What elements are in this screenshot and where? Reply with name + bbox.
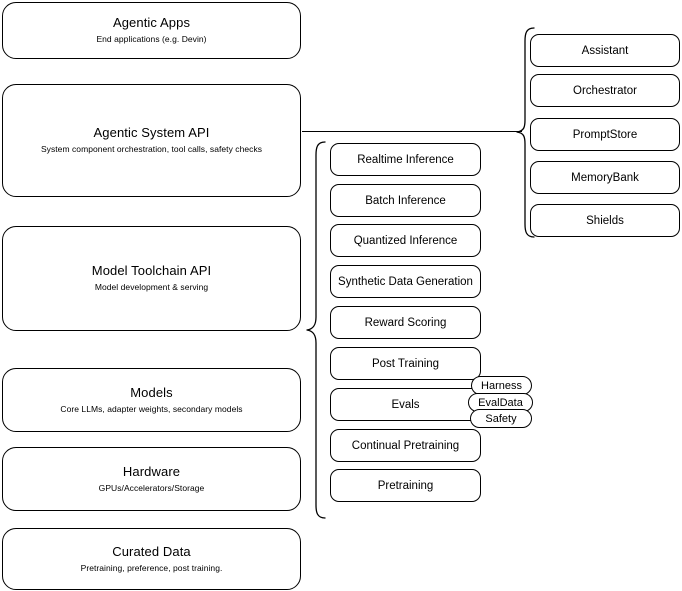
component-label: Pretraining [377, 479, 434, 492]
component-continual-pretraining[interactable]: Continual Pretraining [330, 429, 481, 462]
component-realtime-inference[interactable]: Realtime Inference [330, 143, 481, 176]
connector-system-api-to-components [302, 131, 522, 133]
layer-title: Agentic System API [93, 125, 210, 140]
component-label: Reward Scoring [364, 316, 447, 329]
layer-title: Curated Data [112, 543, 191, 559]
layer-curated-data[interactable]: Curated Data Pretraining, preference, po… [2, 528, 301, 590]
eval-tag-label: Harness [481, 379, 522, 392]
eval-tag-label: EvalData [478, 396, 523, 409]
layer-subtitle: Pretraining, preference, post training. [80, 562, 223, 573]
layer-subtitle: End applications (e.g. Devin) [96, 34, 207, 44]
layer-subtitle: System component orchestration, tool cal… [40, 144, 263, 154]
eval-tag-evaldata[interactable]: EvalData [468, 393, 533, 412]
component-pretraining[interactable]: Pretraining [330, 469, 481, 502]
layer-agentic-system-api[interactable]: Agentic System API System component orch… [2, 84, 301, 197]
component-label: Realtime Inference [357, 153, 454, 166]
layer-subtitle: Core LLMs, adapter weights, secondary mo… [60, 403, 243, 414]
component-post-training[interactable]: Post Training [330, 347, 481, 380]
component-synthetic-data-generation[interactable]: Synthetic Data Generation [330, 265, 481, 298]
component-label: Continual Pretraining [351, 439, 460, 452]
component-label: Quantized Inference [353, 234, 458, 247]
component-batch-inference[interactable]: Batch Inference [330, 184, 481, 217]
component-memorybank[interactable]: MemoryBank [530, 161, 680, 194]
component-quantized-inference[interactable]: Quantized Inference [330, 224, 481, 257]
component-evals[interactable]: Evals [330, 388, 481, 421]
component-label: Synthetic Data Generation [338, 275, 473, 288]
component-assistant[interactable]: Assistant [530, 34, 680, 67]
layer-title: Models [130, 384, 173, 400]
layer-title: Model Toolchain API [91, 263, 212, 278]
component-label: Shields [586, 214, 624, 227]
component-shields[interactable]: Shields [530, 204, 680, 237]
layer-subtitle: Model development & serving [94, 282, 209, 292]
eval-tag-label: Safety [485, 412, 517, 425]
layer-title: Agentic Apps [112, 15, 191, 30]
layer-model-toolchain-api[interactable]: Model Toolchain API Model development & … [2, 226, 301, 331]
component-reward-scoring[interactable]: Reward Scoring [330, 306, 481, 339]
layer-subtitle: GPUs/Accelerators/Storage [98, 482, 205, 493]
layer-hardware[interactable]: Hardware GPUs/Accelerators/Storage [2, 447, 301, 511]
component-label: MemoryBank [571, 171, 639, 184]
layer-title: Hardware [122, 463, 181, 479]
brace-toolchain [306, 141, 326, 519]
component-label: Orchestrator [573, 84, 637, 97]
component-orchestrator[interactable]: Orchestrator [530, 74, 680, 107]
eval-tag-safety[interactable]: Safety [470, 409, 532, 428]
component-label: Evals [391, 398, 420, 411]
component-label: Batch Inference [365, 194, 446, 207]
component-label: PromptStore [572, 128, 638, 141]
component-label: Post Training [371, 357, 440, 370]
layer-models[interactable]: Models Core LLMs, adapter weights, secon… [2, 368, 301, 432]
component-promptstore[interactable]: PromptStore [530, 118, 680, 151]
layer-agentic-apps[interactable]: Agentic Apps End applications (e.g. Devi… [2, 2, 301, 59]
brace-system-components [516, 27, 535, 238]
component-label: Assistant [581, 44, 629, 57]
